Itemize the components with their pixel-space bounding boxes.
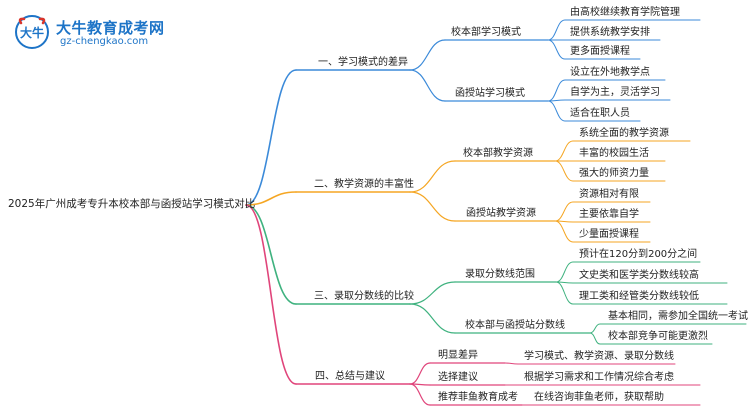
leaf-connector <box>554 220 574 243</box>
leaf-connector <box>547 79 566 102</box>
leaf-node-label: 自学为主，灵活学习 <box>570 87 660 98</box>
leaf-connector <box>554 140 574 162</box>
branch-connector <box>245 204 297 305</box>
logo: 大牛 大牛教育成考网 gz-chengkao.com <box>6 14 176 52</box>
leaf-node-label: 资源相对有限 <box>579 189 639 200</box>
sub-connector <box>409 191 456 222</box>
leaf-connector <box>589 332 601 345</box>
leaf-connector <box>504 362 519 365</box>
sub-connector <box>409 160 456 193</box>
sub-node-label: 校本部教学资源 <box>463 148 533 159</box>
leaf-connector <box>555 261 574 283</box>
leaf-node-label: 强大的师资力量 <box>579 168 649 179</box>
leaf-node-label: 由高校继续教育学院管理 <box>570 7 680 18</box>
leaf-node-label: 提供系统教学安排 <box>570 27 650 38</box>
leaf-node-label: 文史类和医学类分数线较高 <box>579 270 699 281</box>
leaf-node-label: 少量面授课程 <box>579 229 639 240</box>
branch-label-1: 一、学习模式的差异 <box>318 57 408 68</box>
leaf-node-label: 理工类和经管类分数线较低 <box>579 291 699 302</box>
leaf-node-label: 主要依靠自学 <box>579 209 639 220</box>
logo-mark-text: 大牛 <box>20 25 44 40</box>
logo-url: gz-chengkao.com <box>60 36 149 47</box>
sub-node-label: 校本部与函授站分数线 <box>465 320 565 331</box>
leaf-connector <box>547 19 566 41</box>
leaf-connector <box>554 201 574 222</box>
sub-connector <box>409 69 446 102</box>
branch-label-3: 三、录取分数线的比较 <box>314 291 414 302</box>
sub-node-label: 明显差异 <box>438 350 478 361</box>
sub-node-label: 推荐菲鱼教育成考 <box>438 392 518 403</box>
sub-connector <box>409 362 431 385</box>
leaf-node-label: 设立在外地教学点 <box>570 67 650 78</box>
branch-connector <box>245 69 297 206</box>
leaf-connector <box>589 323 601 334</box>
sub-connector <box>409 383 431 406</box>
leaf-node-label: 更多面授课程 <box>570 46 630 57</box>
sub-node-label: 录取分数线范围 <box>465 269 535 280</box>
leaf-node-label: 预计在120分到200分之间 <box>579 249 698 260</box>
bull-logo-icon: 大牛 <box>15 15 49 49</box>
leaf-connector <box>547 100 566 122</box>
leaf-node-label: 学习模式、教学资源、录取分数线 <box>524 351 674 362</box>
branch-label-4: 四、总结与建议 <box>315 371 385 382</box>
leaf-connector <box>555 281 574 305</box>
branch-label-2: 二、教学资源的丰富性 <box>314 179 414 190</box>
branch-connector <box>245 204 297 385</box>
sub-node-label: 函授站教学资源 <box>466 208 536 219</box>
sub-node-label: 校本部学习模式 <box>451 27 521 38</box>
leaf-node-label: 适合在职人员 <box>570 108 630 119</box>
leaf-connector <box>547 39 566 60</box>
sub-connector <box>409 39 446 71</box>
branch-connector <box>245 191 297 206</box>
leaf-node-label: 丰富的校园生活 <box>579 148 649 159</box>
sub-connector <box>409 303 456 334</box>
sub-node-label: 选择建议 <box>438 372 478 383</box>
leaf-node-label: 根据学习需求和工作情况综合考虑 <box>524 372 674 383</box>
leaf-node-label: 校本部竞争可能更激烈 <box>608 331 708 342</box>
leaf-connector <box>554 160 574 182</box>
leaf-node-label: 系统全面的教学资源 <box>579 128 669 139</box>
root-node-label: 2025年广州成考专升本校本部与函授站学习模式对比 <box>8 198 256 210</box>
sub-connector <box>409 281 456 305</box>
sub-node-label: 函授站学习模式 <box>455 88 525 99</box>
leaf-node-label: 在线咨询菲鱼老师，获取帮助 <box>534 392 664 403</box>
leaf-node-label: 基本相同，需参加全国统一考试 <box>608 311 748 322</box>
logo-title: 大牛教育成考网 <box>56 19 165 37</box>
